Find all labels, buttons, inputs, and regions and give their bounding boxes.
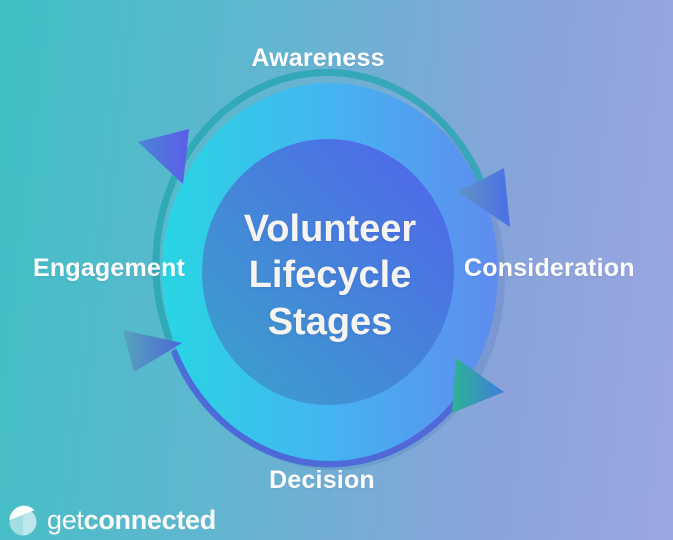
accent-arc-teal bbox=[152, 68, 489, 342]
logo-text-connected: connected bbox=[83, 505, 217, 535]
logo-text-get: get bbox=[47, 505, 84, 535]
getconnected-logo-text: getconnected bbox=[47, 502, 216, 538]
stage-label-engagement: Engagement bbox=[33, 254, 186, 282]
arrow-top-right-icon bbox=[458, 168, 510, 227]
stage-label-decision: Decision bbox=[269, 466, 375, 494]
arrow-bottom-left-icon bbox=[123, 330, 182, 372]
accent-arc-indigo bbox=[171, 349, 474, 468]
diagram-center-title: Volunteer Lifecycle Stages bbox=[243, 208, 417, 343]
getconnected-logo: getconnected bbox=[6, 501, 216, 539]
stage-label-consideration: Consideration bbox=[464, 254, 635, 282]
arrow-bottom-right-icon bbox=[452, 358, 504, 413]
getconnected-sphere-icon bbox=[9, 505, 37, 536]
inner-circle bbox=[202, 139, 454, 405]
stage-label-awareness: Awareness bbox=[251, 44, 385, 72]
arrow-top-left-icon bbox=[138, 129, 189, 184]
